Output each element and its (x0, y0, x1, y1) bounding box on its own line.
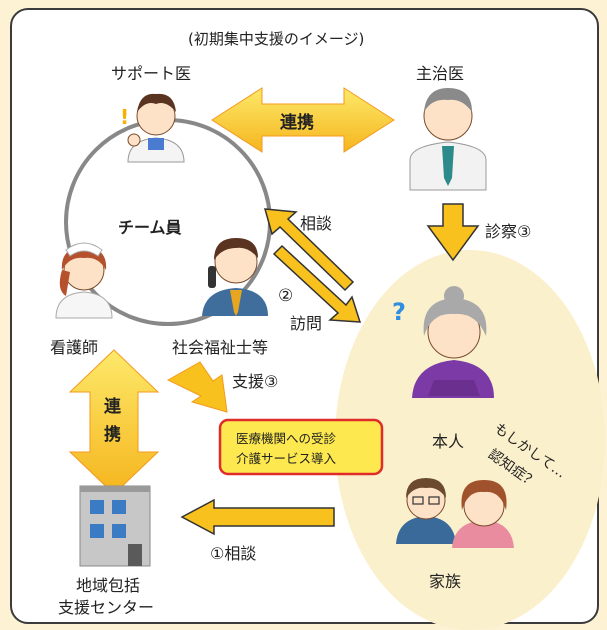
support-doctor-figure (127, 93, 185, 163)
nurse-figure (55, 242, 113, 319)
center-label-line2: 支援センター (58, 598, 155, 617)
support-doctor-label: サポート医 (111, 64, 192, 83)
patient-figure (412, 286, 494, 398)
visit-label: 訪問 (290, 314, 323, 333)
support-arrow (166, 361, 228, 413)
support-label: 支援③ (232, 372, 279, 391)
top-link-label: 連携 (280, 113, 314, 133)
community-center-building-icon (79, 485, 151, 567)
service-box (218, 418, 384, 476)
exam-arrow (426, 203, 480, 262)
social-worker-label: 社会福祉士等 (172, 338, 269, 357)
team-label: チーム員 (118, 218, 182, 237)
consult-label: 相談 (300, 214, 333, 233)
family-label: 家族 (429, 572, 462, 591)
service-box-line2: 介護サービス導入 (236, 451, 337, 466)
service-box-line1: 医療機関への受診 (236, 431, 337, 446)
family-consult-label: ①相談 (210, 544, 257, 563)
attending-doctor-figure (409, 88, 487, 191)
family-figure (396, 478, 514, 548)
attending-doctor-label: 主治医 (416, 64, 465, 83)
consult-arrow (263, 208, 355, 292)
social-worker-figure (202, 238, 268, 316)
center-label-line1: 地域包括 (76, 576, 141, 595)
left-link-label-2: 携 (104, 425, 121, 445)
question-mark: ? (392, 298, 406, 326)
patient-label: 本人 (432, 432, 465, 451)
visit-number: ② (278, 286, 294, 306)
visit-arrow (272, 244, 362, 323)
exclamation-mark: ! (120, 105, 129, 129)
left-link-label-1: 連 (104, 397, 121, 417)
family-consult-arrow (180, 498, 335, 536)
link-arrow-top (211, 87, 395, 153)
diagram-title: (初期集中支援のイメージ) (188, 30, 365, 48)
nurse-label: 看護師 (50, 338, 99, 357)
exam-label: 診察③ (485, 222, 532, 241)
